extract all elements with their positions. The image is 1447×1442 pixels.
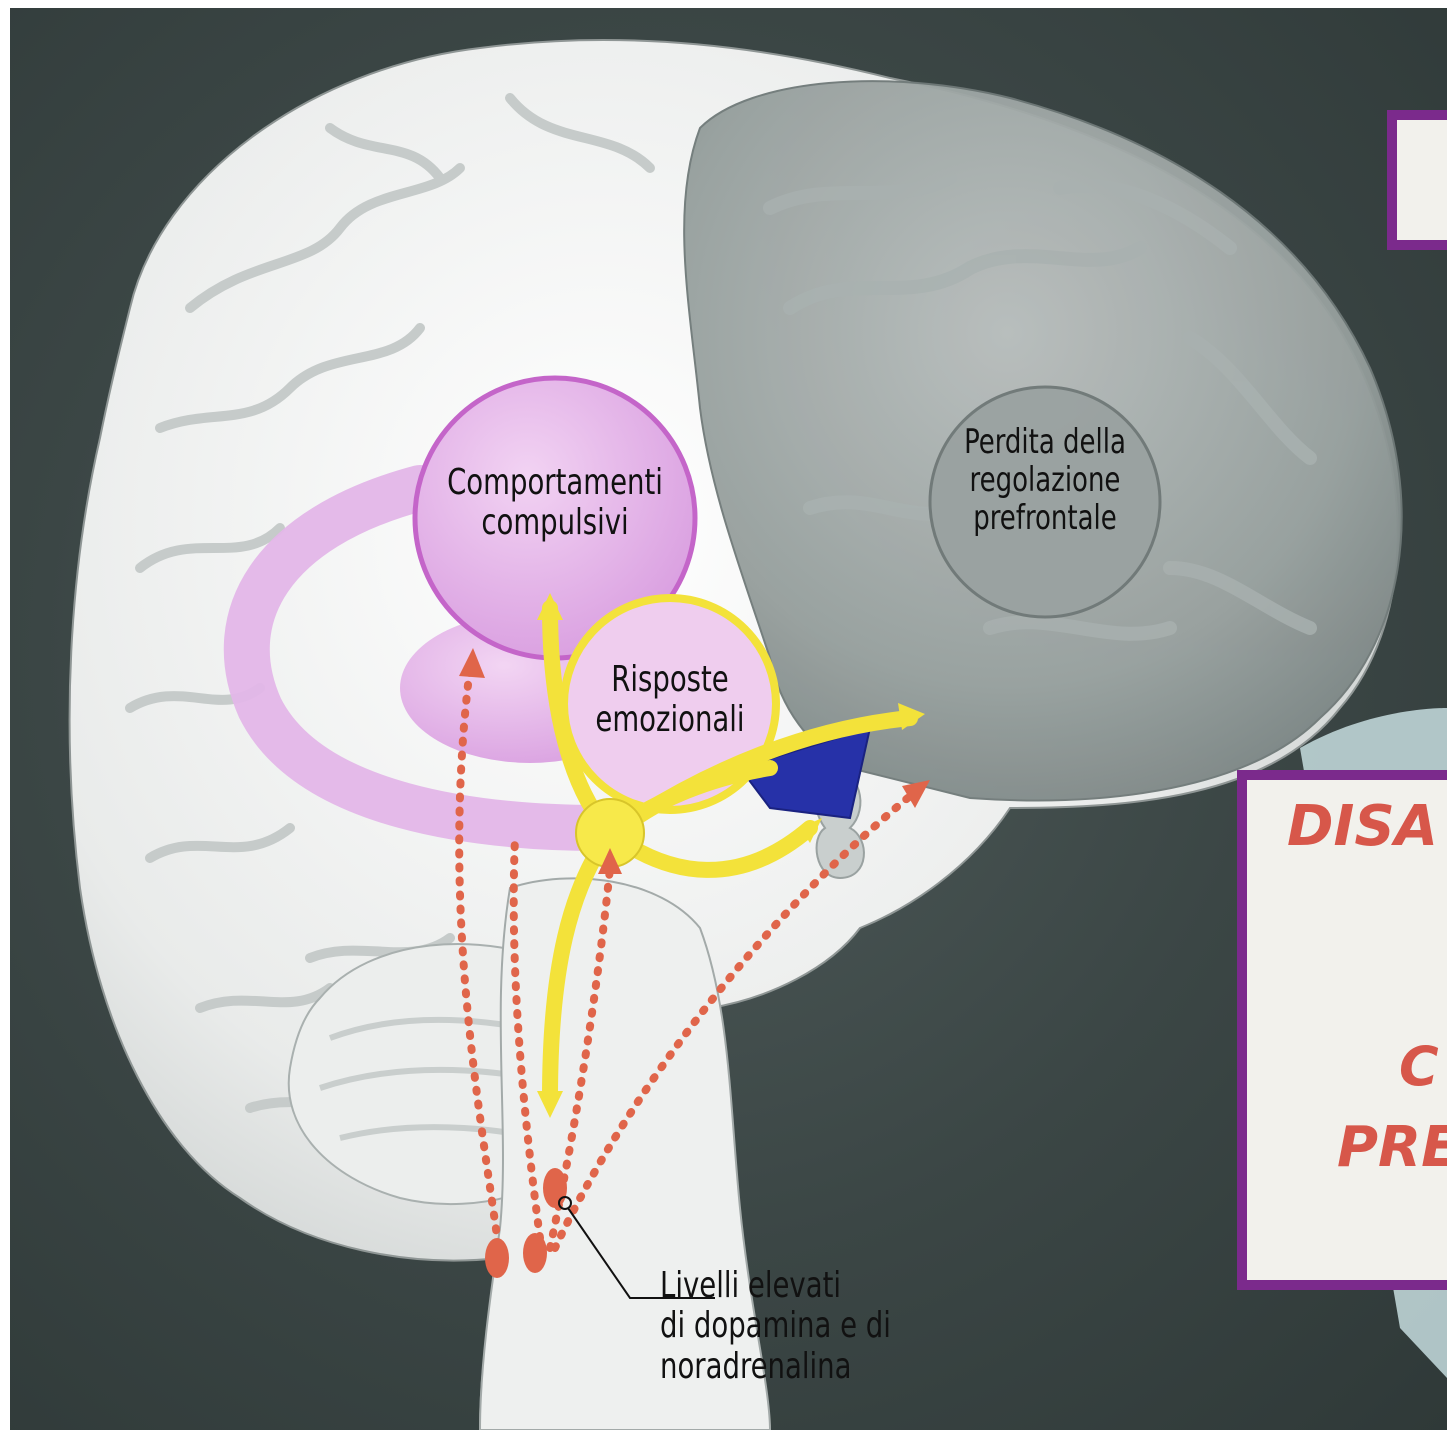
side-text-line-2: C: [1399, 1035, 1439, 1098]
side-text-box: DISA C PRE: [1237, 770, 1447, 1290]
diagram-canvas: Comportamenti compulsivi Perdita della r…: [10, 8, 1447, 1430]
top-right-box: [1387, 110, 1447, 250]
label-prefrontal: Perdita della regolazione prefrontale: [913, 423, 1177, 537]
label-levels: Livelli elevati di dopamina e di noradre…: [660, 1266, 1000, 1387]
label-emotional: Risposte emozionali: [551, 660, 789, 741]
side-text-line-3: PRE: [1337, 1115, 1447, 1180]
side-text-line-1: DISA: [1287, 794, 1438, 859]
label-compulsive: Comportamenti compulsivi: [419, 463, 691, 544]
